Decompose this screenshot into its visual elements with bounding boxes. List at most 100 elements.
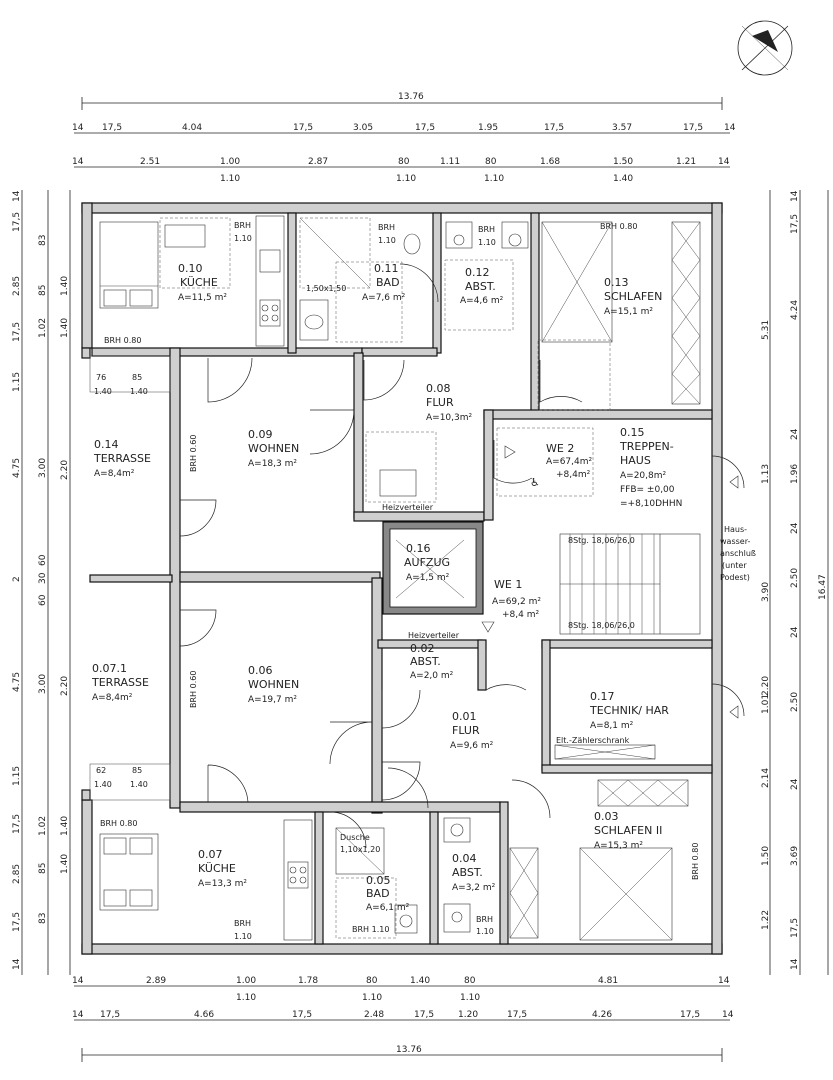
r010-brh2: 1.10 (234, 234, 252, 243)
room-0-01: 0.01 FLUR A=9,6 m² (450, 710, 494, 751)
dim-left-o-1: 17,5 (12, 212, 22, 232)
dim-left-o-5: 4.75 (12, 458, 22, 478)
dim-top-r3-3: 2.87 (308, 157, 328, 167)
r005-size: 1,10x1,20 (340, 845, 380, 854)
we1-area2: +8,4 m² (502, 610, 539, 620)
dim-bot-r2-7: 17,5 (507, 1010, 527, 1020)
dim-left-i-8: 1.02 (38, 816, 48, 836)
r016-name: AUFZUG (404, 556, 450, 569)
dim-left-o-12: 14 (12, 958, 22, 970)
dim-left-o-3: 17,5 (12, 322, 22, 342)
dim-top-r2-1: 17,5 (102, 123, 122, 133)
r016-area: A=1,5 m² (406, 573, 450, 583)
dim-left-o-6: 2 (12, 576, 22, 582)
r007-area: A=13,3 m² (198, 879, 247, 889)
dim-left-i2-4: 1.40 (60, 816, 70, 836)
dim-right-o-4: 3.69 (790, 846, 800, 866)
r002-num: 0.02 (410, 642, 435, 655)
room-0-02: Heizverteiler 0.02 ABST. A=2,0 m² (408, 631, 460, 681)
dim-bot-r1-0: 14 (72, 976, 84, 986)
room-0-12: BRH 1.10 0.12 ABST. A=4,6 m² (460, 225, 504, 306)
dim-top-r3-6: 80 (485, 157, 497, 167)
r010-brh3: BRH 0.80 (104, 336, 141, 345)
room-0-14: 76 85 1.40 1.40 0.14 TERRASSE A=8,4m² (93, 373, 151, 479)
dim-left-o-0: 14 (12, 190, 22, 202)
r015-dhhn: =+8,10DHHN (620, 499, 682, 509)
r0071-d2: 85 (132, 766, 142, 775)
r006-num: 0.06 (248, 664, 273, 677)
we1-area1: A=69,2 m² (492, 597, 541, 607)
hw-l4: (unter (722, 561, 747, 570)
we-1: WE 1 A=69,2 m² +8,4 m² (492, 578, 541, 620)
dim-bot-r1-7: 4.81 (598, 976, 618, 986)
r007-brh2: 1.10 (234, 932, 252, 941)
r011-brh1: BRH (378, 223, 395, 232)
r012-num: 0.12 (465, 266, 490, 279)
dim-bot-r2-4: 2.48 (364, 1010, 384, 1020)
dim-top-r3-0: 14 (72, 157, 84, 167)
dim-top-r3-5: 1.11 (440, 157, 460, 167)
dimension-lines-bottom: 14 2.89 1.00 1.78 80 1.40 80 4.81 14 1.1… (72, 976, 734, 1062)
r004-brh1: BRH (476, 915, 493, 924)
dim-bot-r2-9: 17,5 (680, 1010, 700, 1020)
dim-top-overall: 13.76 (398, 92, 424, 102)
room-0-09: 0.09 WOHNEN A=18,3 m² BRH 0.60 (189, 428, 299, 472)
room-0-16: 0.16 AUFZUG A=1,5 m² (404, 542, 450, 583)
room-0-11: BRH 1.10 0.11 BAD A=7,6 m² 1,50x1,50 (306, 223, 406, 303)
dim-bot-r1-3: 1.78 (298, 976, 318, 986)
dim-left-i-2: 1.02 (38, 318, 48, 338)
room-0-06: 0.06 WOHNEN A=19,7 m² BRH 0.60 (189, 664, 299, 708)
hw-l5: Podest) (720, 573, 750, 582)
dim-left-o-8: 1.15 (12, 766, 22, 786)
wheelchair-icon: ♿ (530, 476, 540, 489)
r005-dusche: Dusche (340, 833, 370, 842)
dim-bot-r1b-0: 1.10 (236, 993, 256, 1003)
dim-left-i2-5: 1.40 (60, 854, 70, 874)
r010-num: 0.10 (178, 262, 203, 275)
hw-l2: wasser- (720, 537, 750, 546)
we1-name: WE 1 (494, 578, 522, 591)
dim-bot-r1-2: 1.00 (236, 976, 256, 986)
r003-name: SCHLAFEN II (594, 824, 662, 837)
r0071-area: A=8,4m² (92, 693, 133, 703)
room-0-04: 0.04 ABST. A=3,2 m² BRH 1.10 (452, 852, 496, 936)
room-0-07: BRH 0.80 0.07 KÜCHE A=13,3 m² BRH 1.10 (100, 819, 252, 941)
dim-bot-r2-0: 14 (72, 1010, 84, 1020)
dim-bot-r2-2: 4.66 (194, 1010, 214, 1020)
room-0-10: BRH 1.10 0.10 KÜCHE A=11,5 m² BRH 0.80 (104, 221, 252, 345)
stair-label-2: 8Stg. 18,06/26,0 (568, 621, 635, 630)
r0071-d1: 62 (96, 766, 106, 775)
dim-bot-r1b-2: 1.10 (460, 993, 480, 1003)
dim-right-overall: 16.47 (818, 574, 828, 600)
dim-top-r2-8: 3.57 (612, 123, 632, 133)
dim-bot-r1-4: 80 (366, 976, 378, 986)
hauswasser-note: Haus- wasser- anschluß (unter Podest) (720, 525, 756, 582)
dim-top-r3-7: 1.68 (540, 157, 560, 167)
hw-l1: Haus- (724, 525, 747, 534)
r015-area: A=20,8m² (620, 471, 667, 481)
r004-name: ABST. (452, 866, 483, 879)
dim-top-r2-3: 17,5 (293, 123, 313, 133)
r013-brh: BRH 0.80 (600, 222, 637, 231)
dim-bot-r1-8: 14 (718, 976, 730, 986)
r003-brh: BRH 0.80 (691, 843, 700, 880)
walls (81, 202, 723, 955)
dim-top-r2-4: 3.05 (353, 123, 373, 133)
dim-bot-r1-5: 1.40 (410, 976, 430, 986)
stair-label-1: 8Stg. 18,06/26,0 (568, 536, 635, 545)
dim-right-o-2: 5.31 (761, 320, 771, 340)
dim-top-r3-1: 2.51 (140, 157, 160, 167)
r016-num: 0.16 (406, 542, 431, 555)
dim-top-r2-6: 1.95 (478, 123, 498, 133)
r0071-d4: 1.40 (130, 780, 148, 789)
room-0-15: 0.15 TREPPEN- HAUS A=20,8m² FFB= ±0,00 =… (619, 426, 682, 509)
dim-top-r3b-3: 1.40 (613, 174, 633, 184)
r015-num: 0.15 (620, 426, 645, 439)
dim-top-r3-9: 1.21 (676, 157, 696, 167)
dim-right-i-10: 2.14 (761, 768, 771, 788)
r006-name: WOHNEN (248, 678, 299, 691)
r014-d2: 85 (132, 373, 142, 382)
dim-bot-r1b-1: 1.10 (362, 993, 382, 1003)
dim-right-i-2: 4.24 (790, 300, 800, 320)
r012-name: ABST. (465, 280, 496, 293)
